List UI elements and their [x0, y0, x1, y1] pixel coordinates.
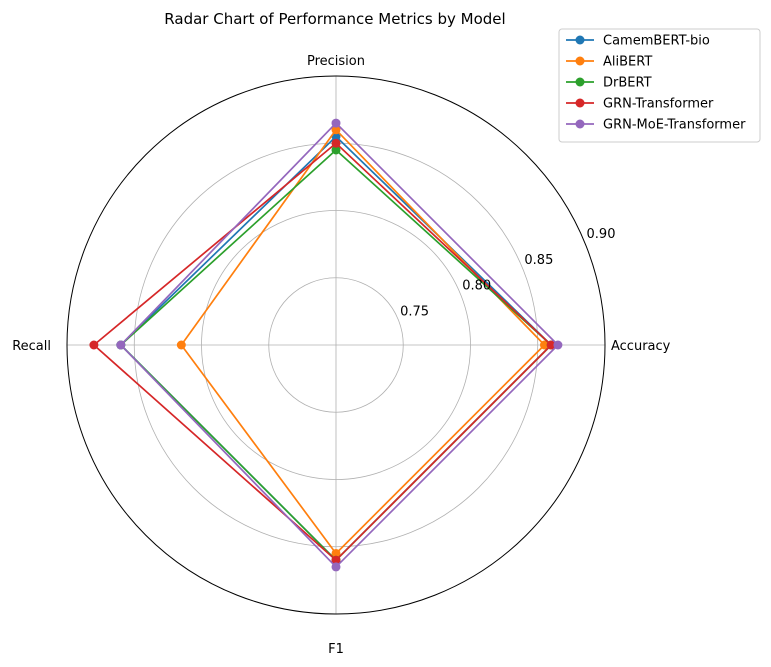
- series-grn-transformer: [89, 138, 556, 565]
- series-line: [180, 128, 546, 555]
- axis-label-accuracy: Accuracy: [611, 339, 671, 354]
- legend-label: AliBERT: [603, 55, 652, 70]
- legend-item: AliBERT: [566, 55, 652, 70]
- r-tick-label: 0.90: [587, 227, 616, 242]
- axis-label-f1: F1: [328, 642, 344, 657]
- r-tick-label: 0.85: [524, 253, 553, 268]
- legend-label: GRN-Transformer: [603, 97, 714, 112]
- data-point: [546, 340, 556, 350]
- legend-marker: [575, 119, 585, 129]
- legend-item: GRN-Transformer: [566, 97, 714, 112]
- outer-frame: [66, 75, 606, 615]
- series-grn-moe-transformer: [116, 118, 563, 572]
- r-tick-label: 0.80: [462, 279, 491, 294]
- legend-marker: [575, 35, 585, 45]
- legend-label: CamemBERT-bio: [603, 34, 710, 49]
- data-point: [331, 145, 341, 155]
- series-line: [93, 142, 553, 562]
- data-point: [331, 562, 341, 572]
- axis-label-recall: Recall: [12, 339, 51, 354]
- r-tick-label: 0.75: [400, 304, 429, 319]
- legend-label: DrBERT: [603, 76, 652, 91]
- data-point: [331, 555, 341, 565]
- legend-marker: [575, 77, 585, 87]
- data-point: [331, 548, 341, 558]
- legend-box: [558, 28, 761, 143]
- data-point: [539, 340, 549, 350]
- data-point: [176, 340, 186, 350]
- data-point: [89, 340, 99, 350]
- legend-item: DrBERT: [566, 76, 652, 91]
- data-point: [331, 125, 341, 135]
- legend-marker: [575, 56, 585, 66]
- axis-label-precision: Precision: [307, 54, 365, 69]
- series-alibert: [176, 125, 549, 558]
- grid: [66, 75, 606, 615]
- data-point: [331, 138, 341, 148]
- data-point: [553, 340, 563, 350]
- legend-item: CamemBERT-bio: [566, 34, 710, 49]
- data-point: [116, 340, 126, 350]
- chart-title: Radar Chart of Performance Metrics by Mo…: [164, 10, 505, 28]
- legend-item: GRN-MoE-Transformer: [566, 118, 746, 133]
- legend-label: GRN-MoE-Transformer: [603, 118, 746, 133]
- data-point: [331, 118, 341, 128]
- legend-marker: [575, 98, 585, 108]
- series-layer: [89, 118, 563, 572]
